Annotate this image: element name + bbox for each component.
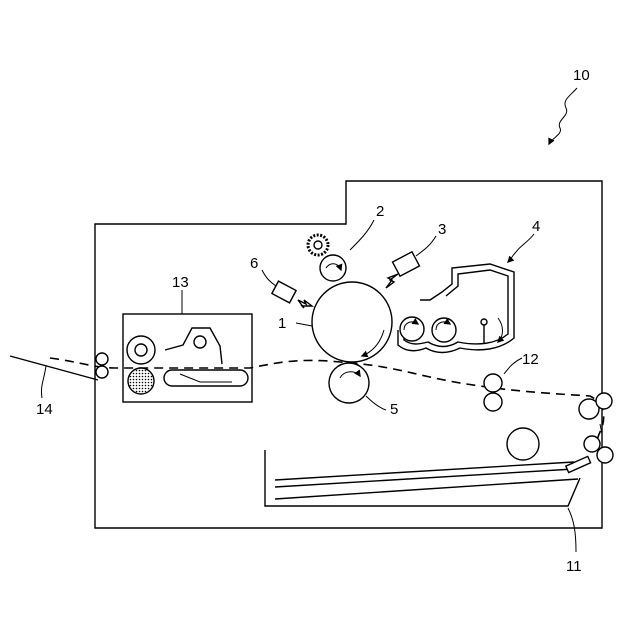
- fixing-tension-roller: [194, 336, 206, 348]
- fixing-heat-roller-inner: [135, 344, 147, 356]
- fixing-belt-guide: [165, 328, 222, 364]
- charging-roller: [320, 255, 346, 281]
- pickup-roller: [507, 428, 539, 460]
- label-cleaning-unit: 6: [250, 255, 258, 272]
- label-charging-roller: 2: [376, 203, 384, 220]
- registration-roller-lower: [484, 393, 502, 411]
- feed-roller-upper: [584, 436, 600, 452]
- label-transfer-roller: 5: [390, 401, 398, 418]
- label-registration-rollers: 12: [522, 351, 539, 368]
- fixing-belt-inner: [180, 374, 232, 382]
- cleaning-arrow: [298, 300, 312, 308]
- fixing-belt: [164, 370, 248, 386]
- exposure-unit-box: [393, 252, 420, 276]
- conveyance-roller-b: [596, 393, 612, 409]
- paper-tray-leader: [568, 508, 576, 552]
- tray-lift-plate: [566, 456, 591, 472]
- label-developing-unit: 4: [532, 218, 540, 235]
- drum-leader: [296, 323, 312, 326]
- transfer-roller: [329, 363, 369, 403]
- photoreceptor-drum: [312, 282, 392, 362]
- charging-brush-inner: [314, 241, 322, 249]
- fixing-press-roller: [128, 368, 154, 394]
- label-exposure-unit: 3: [438, 221, 446, 238]
- registration-leader: [504, 358, 522, 374]
- exposure-beam-arrow: [386, 274, 398, 288]
- feed-roller-lower: [597, 447, 613, 463]
- label-fixing-unit: 13: [172, 274, 189, 291]
- output-tray-leader: [41, 366, 46, 398]
- label-photoreceptor-drum: 1: [278, 315, 286, 332]
- exit-roller-upper: [96, 353, 108, 365]
- label-output-tray: 14: [36, 401, 53, 418]
- transfer-leader: [366, 396, 386, 410]
- cleaning-leader: [262, 270, 276, 286]
- agitator-hub: [481, 319, 487, 325]
- exposure-leader: [416, 236, 436, 256]
- charging-leader: [350, 220, 374, 250]
- label-device: 10: [573, 67, 590, 84]
- label-paper-tray: 11: [566, 558, 582, 575]
- registration-roller-upper: [484, 374, 502, 392]
- cleaning-unit-box: [272, 281, 296, 303]
- output-tray: [10, 356, 98, 380]
- developing-leader: [508, 234, 534, 262]
- exit-roller-lower: [96, 366, 108, 378]
- device-leader: [549, 88, 577, 144]
- paper-stack-base: [275, 479, 578, 499]
